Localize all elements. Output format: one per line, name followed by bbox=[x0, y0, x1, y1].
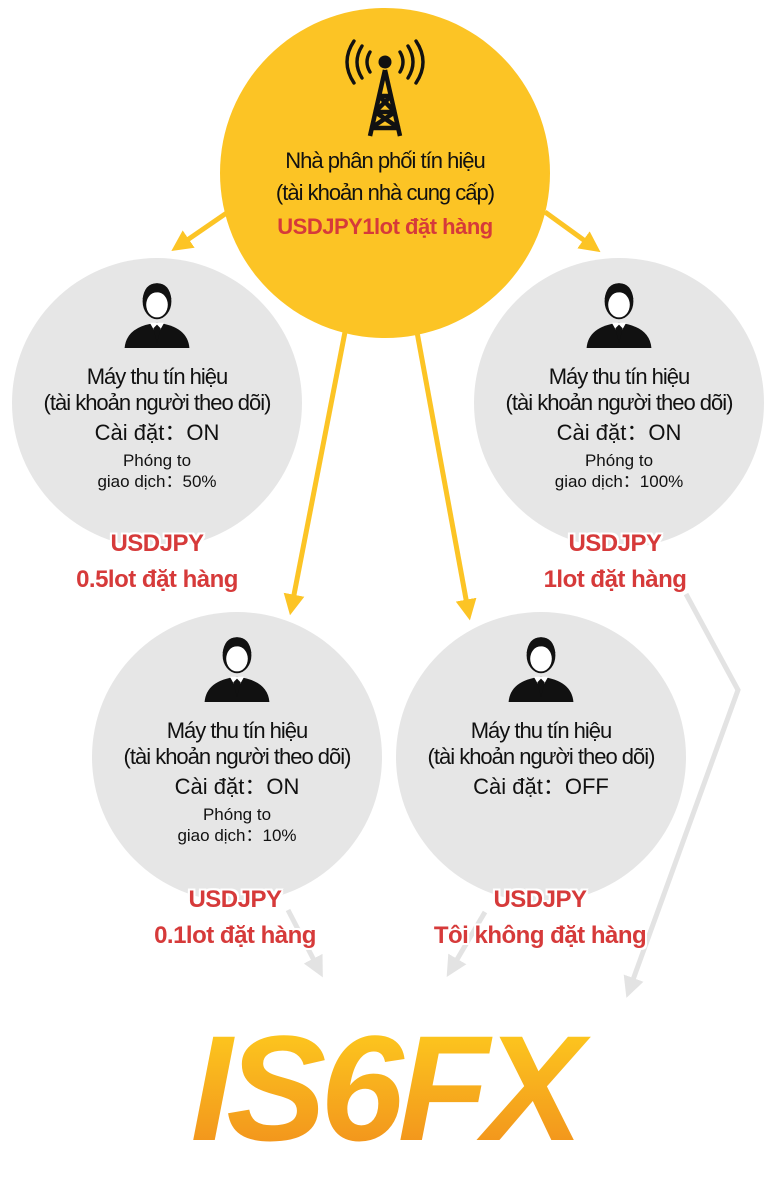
receiver-3-order: USDJPY 0.1lot đặt hàng bbox=[100, 882, 370, 954]
arrow-provider-to-receiver-2 bbox=[543, 209, 601, 253]
receiver-4-order: USDJPY Tôi không đặt hàng bbox=[405, 882, 675, 954]
receiver-node-4: Máy thu tín hiệu (tài khoản người theo d… bbox=[396, 612, 686, 902]
signal-tower-icon bbox=[345, 39, 425, 137]
businessman-icon bbox=[124, 283, 190, 348]
brand-name: IS6FX bbox=[191, 1004, 592, 1172]
arrow-provider-to-receiver-1 bbox=[171, 209, 230, 251]
arrow-receiver-4-to-brand bbox=[446, 910, 488, 978]
businessman-icon bbox=[508, 637, 574, 702]
receiver-3-order-text: 0.1lot đặt hàng bbox=[154, 922, 316, 949]
provider-title: Nhà phân phối tín hiệu bbox=[285, 148, 485, 173]
receiver-4-subtitle: (tài khoản người theo dõi) bbox=[427, 744, 656, 769]
brand-logo: IS6FX bbox=[0, 1000, 768, 1180]
receiver-2-order: USDJPY 1lot đặt hàng bbox=[480, 526, 750, 598]
receiver-1-scale-value: giao dịch：50% bbox=[97, 472, 217, 491]
receiver-3-scale-value: giao dịch：10% bbox=[177, 826, 297, 845]
provider-order: USDJPY1lot đặt hàng bbox=[277, 214, 493, 239]
arrow-receiver-3-to-brand bbox=[285, 908, 323, 978]
receiver-3-setting: Cài đặt：ON bbox=[174, 774, 300, 799]
receiver-3-order-symbol: USDJPY bbox=[188, 886, 282, 913]
provider-subtitle: (tài khoản nhà cung cấp) bbox=[275, 180, 495, 205]
receiver-3-scale-label: Phóng to bbox=[202, 805, 272, 824]
receiver-node-2: Máy thu tín hiệu (tài khoản người theo d… bbox=[474, 258, 764, 548]
receiver-4-title: Máy thu tín hiệu bbox=[470, 718, 613, 743]
receiver-2-scale-label: Phóng to bbox=[584, 451, 654, 470]
receiver-2-order-text: 1lot đặt hàng bbox=[543, 566, 687, 593]
receiver-1-order-text: 0.5lot đặt hàng bbox=[76, 566, 238, 593]
receiver-3-title: Máy thu tín hiệu bbox=[166, 718, 309, 743]
receiver-node-3: Máy thu tín hiệu (tài khoản người theo d… bbox=[92, 612, 382, 902]
arrow-provider-to-receiver-3 bbox=[283, 331, 348, 616]
receiver-4-order-symbol: USDJPY bbox=[493, 886, 587, 913]
receiver-2-setting: Cài đặt：ON bbox=[556, 420, 682, 445]
arrow-provider-to-receiver-4 bbox=[414, 331, 477, 621]
receiver-2-title: Máy thu tín hiệu bbox=[548, 364, 691, 389]
receiver-node-1: Máy thu tín hiệu (tài khoản người theo d… bbox=[12, 258, 302, 548]
receiver-4-setting: Cài đặt：OFF bbox=[473, 774, 609, 799]
receiver-1-subtitle: (tài khoản người theo dõi) bbox=[43, 390, 272, 415]
businessman-icon bbox=[204, 637, 270, 702]
receiver-1-setting: Cài đặt：ON bbox=[94, 420, 220, 445]
receiver-1-order: USDJPY 0.5lot đặt hàng bbox=[22, 526, 292, 598]
receiver-1-title: Máy thu tín hiệu bbox=[86, 364, 229, 389]
receiver-1-order-symbol: USDJPY bbox=[110, 530, 204, 557]
businessman-icon bbox=[586, 283, 652, 348]
is6fx-logo: IS6FX bbox=[191, 1004, 598, 1172]
receiver-2-scale-value: giao dịch：100% bbox=[554, 472, 684, 491]
receiver-4-order-text: Tôi không đặt hàng bbox=[433, 922, 647, 949]
receiver-3-subtitle: (tài khoản người theo dõi) bbox=[123, 744, 352, 769]
arrow-receiver-2-to-brand bbox=[623, 592, 741, 998]
receiver-2-subtitle: (tài khoản người theo dõi) bbox=[505, 390, 734, 415]
receiver-2-order-symbol: USDJPY bbox=[568, 530, 662, 557]
receiver-1-scale-label: Phóng to bbox=[122, 451, 192, 470]
signal-provider-node: Nhà phân phối tín hiệu (tài khoản nhà cu… bbox=[220, 8, 550, 338]
